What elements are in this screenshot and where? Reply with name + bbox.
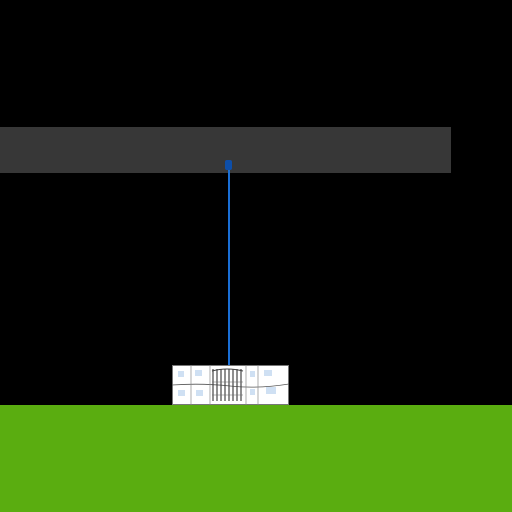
crane-rope xyxy=(228,166,230,366)
ground xyxy=(0,405,512,512)
building-block[interactable] xyxy=(172,365,289,405)
building-block-art-icon xyxy=(172,365,289,405)
crane-hook-icon xyxy=(225,160,232,170)
